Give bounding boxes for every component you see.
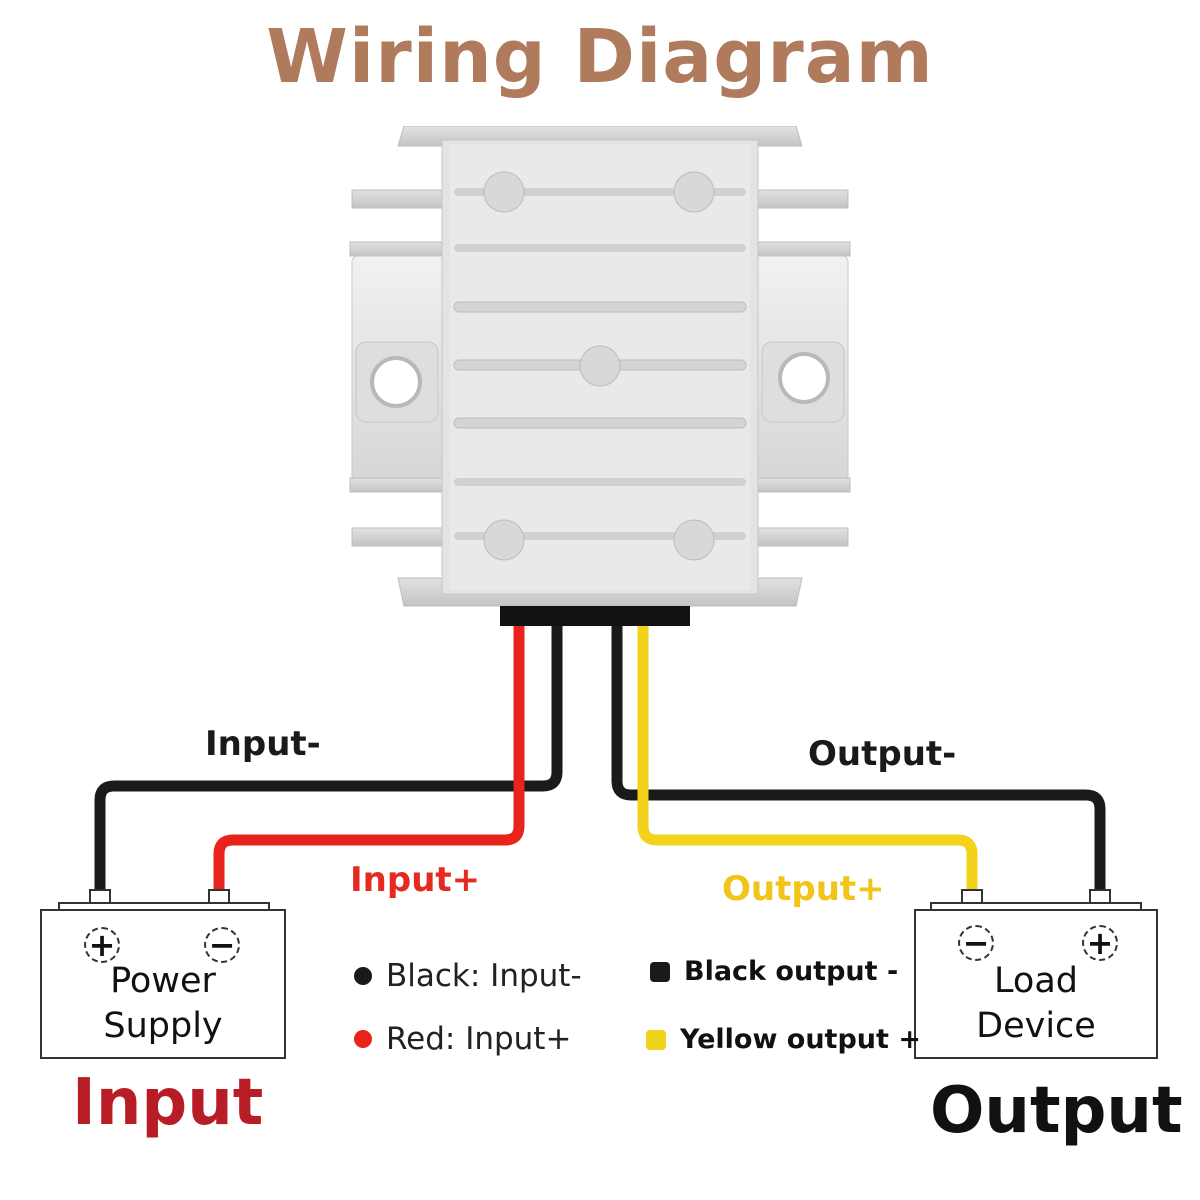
- load-device-box: − + Load Device: [914, 909, 1158, 1059]
- minus-terminal-icon: −: [204, 927, 240, 963]
- load-device-label: Load Device: [916, 959, 1156, 1049]
- plus-terminal-icon: +: [1082, 925, 1118, 961]
- power-supply-label: Power Supply: [42, 959, 284, 1049]
- power-supply-box: + − Power Supply: [40, 909, 286, 1059]
- wire-input-plus: [213, 620, 525, 892]
- wire-input-minus: [94, 620, 563, 892]
- output-caption: Output: [930, 1074, 1183, 1148]
- wire-output-plus: [637, 620, 978, 892]
- black-dot-icon: [354, 967, 372, 985]
- legend-black-output-text: Black output -: [684, 956, 899, 987]
- power-supply-line1: Power: [110, 961, 216, 1001]
- legend-red-input: Red: Input+: [354, 1021, 571, 1057]
- input-caption: Input: [72, 1066, 264, 1140]
- label-input-minus: Input-: [205, 724, 321, 764]
- wire-output-minus: [611, 620, 1106, 892]
- load-device-line2: Device: [976, 1006, 1096, 1046]
- legend-black-input: Black: Input-: [354, 958, 582, 994]
- red-dot-icon: [354, 1030, 372, 1048]
- diagram-title: Wiring Diagram: [266, 14, 934, 100]
- legend-yellow-output-text: Yellow output +: [680, 1024, 921, 1055]
- black-square-icon: [650, 961, 670, 982]
- power-supply-lid: [58, 902, 270, 910]
- legend-yellow-output: Yellow output +: [646, 1024, 921, 1055]
- label-input-plus: Input+: [350, 860, 481, 900]
- legend-red-input-text: Red: Input+: [386, 1021, 572, 1057]
- label-output-minus: Output-: [808, 734, 957, 774]
- yellow-square-icon: [646, 1029, 666, 1050]
- label-output-plus: Output+: [722, 869, 885, 909]
- load-device-line1: Load: [994, 961, 1078, 1001]
- load-device-lid: [930, 902, 1142, 910]
- plus-terminal-icon: +: [84, 927, 120, 963]
- legend-black-output: Black output -: [650, 956, 898, 987]
- power-supply-line2: Supply: [103, 1006, 223, 1046]
- minus-terminal-icon: −: [958, 925, 994, 961]
- legend-black-input-text: Black: Input-: [386, 958, 582, 994]
- converter-module: [349, 126, 851, 626]
